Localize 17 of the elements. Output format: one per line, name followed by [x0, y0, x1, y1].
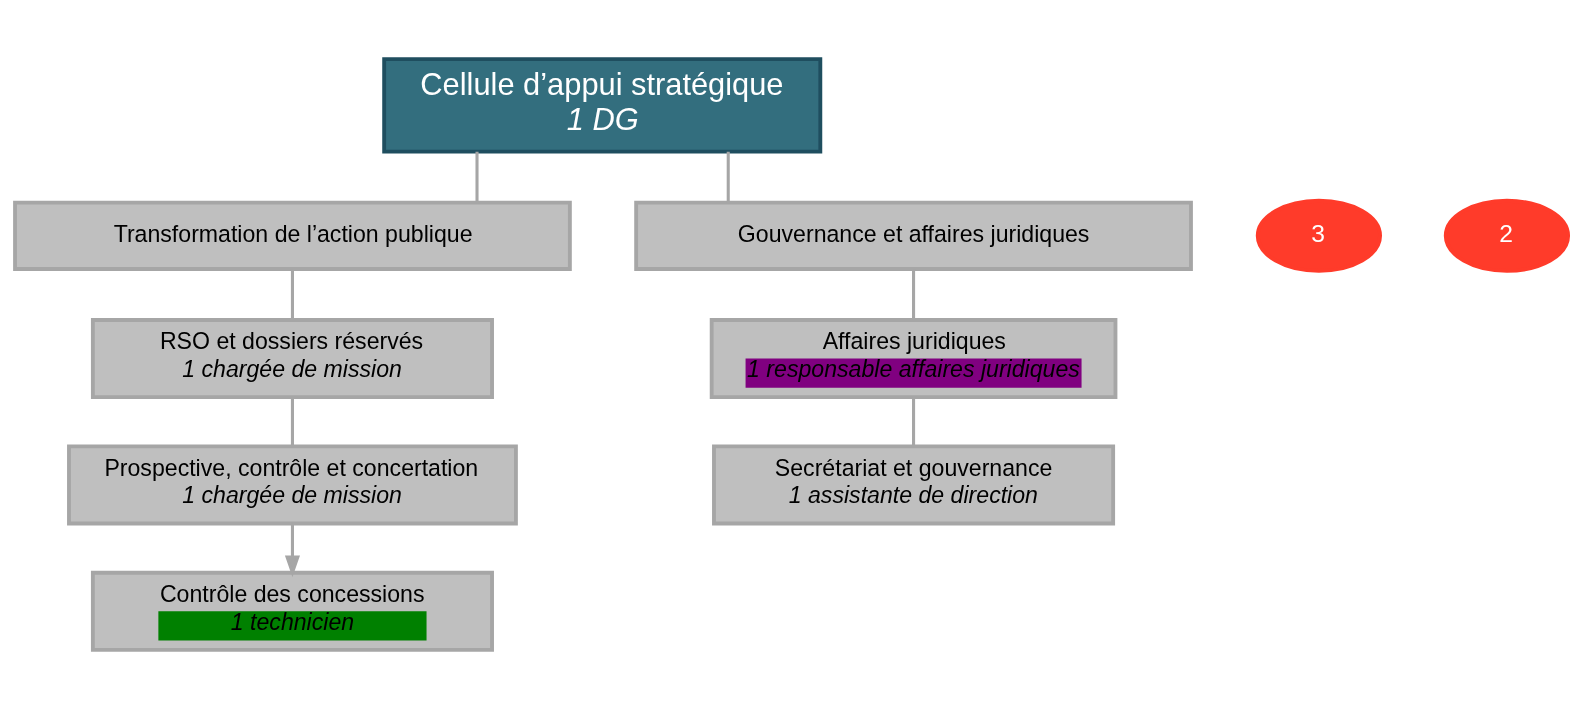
node-box: Transformation de l’action publique: [13, 200, 572, 271]
node-ellipse: 3: [1255, 198, 1382, 273]
node-ellipse: 2: [1443, 198, 1571, 273]
connector: [290, 396, 294, 446]
node-box: RSO et dossiers réservés 1 chargée de mission: [90, 317, 494, 399]
connector: [912, 396, 916, 446]
node-box: Prospective, contrôle et concertation 1 chargée de mission: [67, 443, 518, 525]
connector: [912, 268, 916, 320]
node-box: Secrétariat et gouvernance 1 assistante de direction: [712, 443, 1116, 525]
connector: [726, 151, 730, 202]
node-box: Cellule d’appui stratégique 1 DG: [382, 56, 823, 154]
node-box: Contrôle des concessions 1 technicien: [90, 570, 494, 652]
arrow: [284, 523, 301, 577]
connector: [290, 268, 294, 320]
connector: [475, 151, 479, 202]
node-box: Gouvernance et affaires juridiques: [634, 200, 1193, 271]
node-box: Affaires juridiques 1 responsable affaires juridiques: [709, 317, 1118, 399]
